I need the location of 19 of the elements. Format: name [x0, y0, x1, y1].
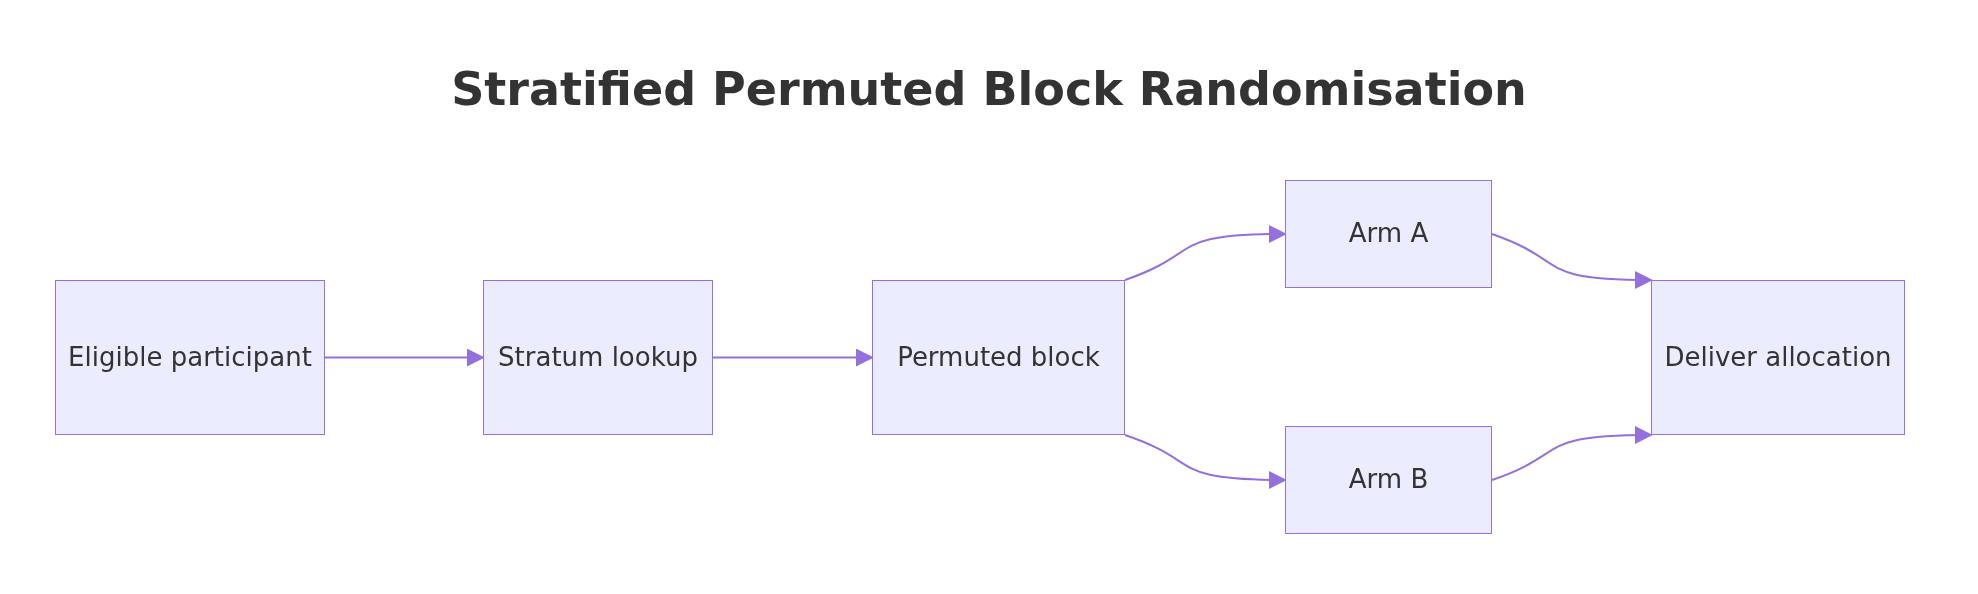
arrow — [1124, 434, 1287, 489]
arrow — [1491, 426, 1653, 481]
process-box — [872, 280, 1125, 435]
process-box — [1651, 280, 1905, 435]
process-box — [483, 280, 713, 435]
arrow — [324, 348, 485, 367]
arrow — [712, 348, 874, 367]
diagram-title: Stratified Permuted Block Randomisation — [450, 62, 1528, 116]
node-label: Permuted block — [896, 340, 1101, 374]
process-box — [55, 280, 325, 435]
node-label: Arm A — [1347, 217, 1430, 251]
node-label: Arm B — [1347, 463, 1430, 497]
arrow — [1491, 233, 1653, 289]
process-box — [1285, 180, 1492, 288]
arrow — [1124, 225, 1287, 281]
node-label: Eligible participant — [67, 340, 313, 374]
process-box — [1285, 426, 1492, 534]
node-label: Deliver allocation — [1663, 340, 1893, 374]
node-label: Stratum lookup — [497, 340, 699, 374]
